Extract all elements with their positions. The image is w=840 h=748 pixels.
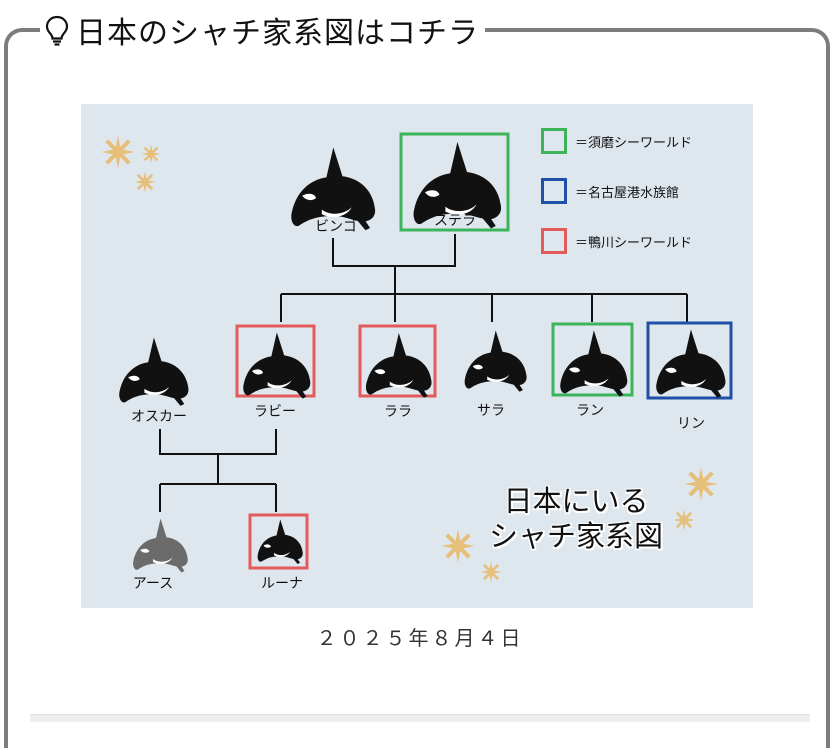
orca-name-lara: ララ [384, 404, 412, 420]
family-tree-diagram [81, 132, 733, 585]
sparkle-decoration [140, 143, 162, 165]
orca-icon [560, 330, 628, 397]
diagram-title-line1: 日本にいる [503, 484, 649, 518]
legend-swatch [541, 128, 567, 154]
orca-name-sara: サラ [477, 403, 505, 419]
orca-name-stella: ステラ [434, 213, 476, 229]
sparkle-decoration [671, 507, 697, 533]
legend-swatch [541, 228, 567, 254]
next-block-edge [30, 714, 810, 722]
sparkle-decoration [132, 169, 158, 195]
post-date: ２０２５年８月４日 [316, 626, 524, 650]
kamogawa-frame [248, 513, 309, 570]
legend-item-nagoya: ＝名古屋港水族館 [541, 178, 679, 204]
section-heading: 日本のシャチ家系図はコチラ [40, 10, 485, 51]
sparkle-decoration [441, 529, 475, 563]
lightbulb-icon [45, 15, 69, 46]
sparkle-decoration [684, 467, 718, 501]
kamogawa-frame [235, 324, 316, 398]
tree-lines [159, 234, 688, 512]
orca-name-rabi: ラビー [254, 404, 296, 420]
orca-icon [243, 332, 311, 399]
diagram-title-line2: シャチ家系図 [488, 519, 663, 553]
legend-label: ＝須磨シーワールド [575, 135, 693, 151]
orca-name-ran: ラン [576, 403, 604, 419]
sparkle-decoration [101, 135, 135, 169]
suma-frame [551, 322, 634, 397]
family-tree-image: ビンゴ ステラ オスカー ラビー ララ サラ ラン リン アース ルーナ ＝須磨… [81, 104, 753, 608]
kamogawa-frame [358, 324, 437, 398]
orca-name-earth: アース [132, 576, 174, 592]
heading-text: 日本のシャチ家系図はコチラ [76, 16, 479, 51]
legend-swatch [541, 178, 567, 204]
legend-item-kamogawa: ＝鴨川シーワールド [541, 228, 692, 254]
legend-item-suma: ＝須磨シーワールド [541, 128, 692, 154]
orca-name-bingo: ビンゴ [315, 219, 357, 235]
legend-label: ＝鴨川シーワールド [575, 235, 693, 251]
orca-icon [133, 518, 188, 573]
orca-icon [464, 330, 527, 392]
diagram-title: 日本にいる シャチ家系図 [476, 484, 676, 554]
orca-icon [257, 519, 303, 565]
sparkle-decoration [478, 559, 504, 585]
legend-label: ＝名古屋港水族館 [575, 185, 680, 201]
orca-icon [365, 333, 432, 398]
orca-name-rin: リン [677, 416, 705, 432]
orca-name-oscar: オスカー [131, 409, 187, 425]
nagoya-frame [646, 321, 733, 400]
orca-icon [656, 329, 726, 398]
suma-frame [399, 132, 510, 232]
orca-icon [119, 337, 189, 406]
orca-name-luna: ルーナ [261, 576, 303, 592]
